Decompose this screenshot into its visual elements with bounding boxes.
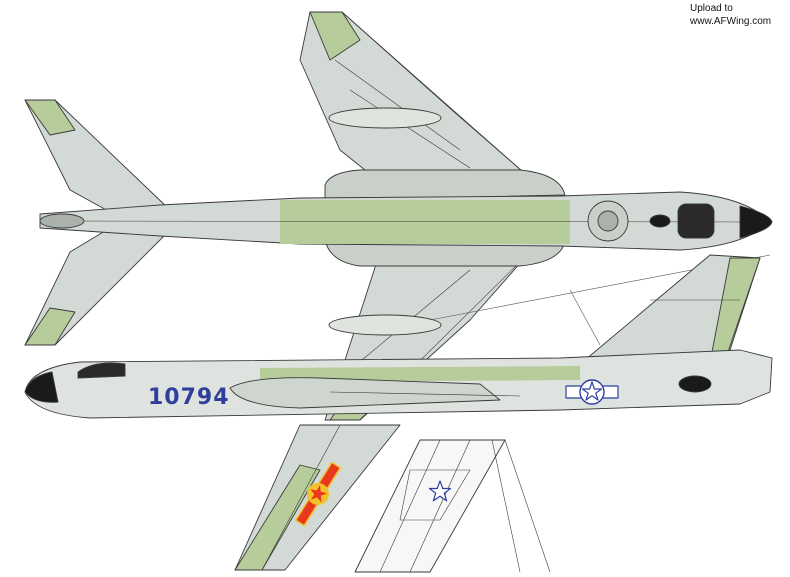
top-view — [24, 11, 773, 421]
underwing-blue-star-outline — [428, 480, 452, 502]
watermark-line-2: www.AFWing.com — [690, 16, 772, 27]
watermark-line-1: Upload to — [690, 3, 733, 14]
side-view-cockpit-canopy — [77, 362, 126, 379]
top-view-upper-engine-pod — [328, 107, 442, 129]
underwing-view-left — [234, 424, 401, 571]
watermark: Upload to www.AFWing.com — [690, 2, 771, 28]
top-view-upper-wing-green — [309, 11, 361, 61]
underwing-red-star-marking — [294, 461, 342, 527]
top-view-fuselage-green-band — [280, 200, 570, 244]
serial-number: 10794 — [148, 385, 230, 410]
top-view-cockpit — [677, 203, 715, 239]
top-view-lower-engine-pod — [328, 314, 442, 336]
side-view-star-roundel — [565, 379, 619, 405]
side-view-nose-glazing — [24, 371, 59, 403]
underwing-view-right — [354, 439, 551, 573]
side-view-tail-gun-position — [678, 375, 712, 393]
top-view-nose-glazing — [739, 205, 773, 239]
side-view-green-band — [260, 366, 580, 382]
top-view-upper-nacelle — [324, 169, 566, 201]
side-view: 10794 — [24, 254, 773, 419]
